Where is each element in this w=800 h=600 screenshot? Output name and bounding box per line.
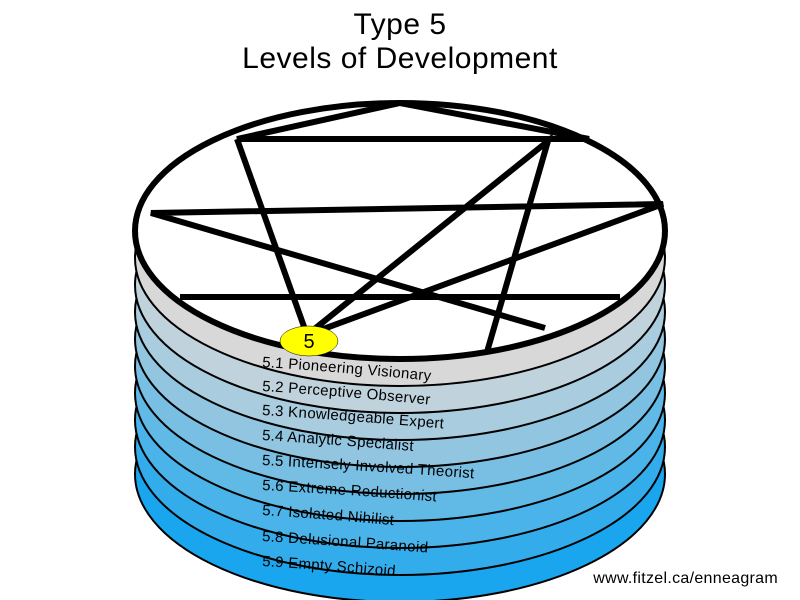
title-line-1: Type 5 [353,8,447,41]
enneagram-left-line [234,137,310,337]
type-5-badge-label: 5 [303,331,314,353]
website-url: www.fitzel.ca/enneagram [593,570,778,587]
enneagram-triangle [236,99,590,142]
title-line-2: Levels of Development [242,42,558,75]
enneagram-hexad [150,132,665,353]
type-5-badge [279,325,339,357]
enneagram-figure [150,99,665,353]
